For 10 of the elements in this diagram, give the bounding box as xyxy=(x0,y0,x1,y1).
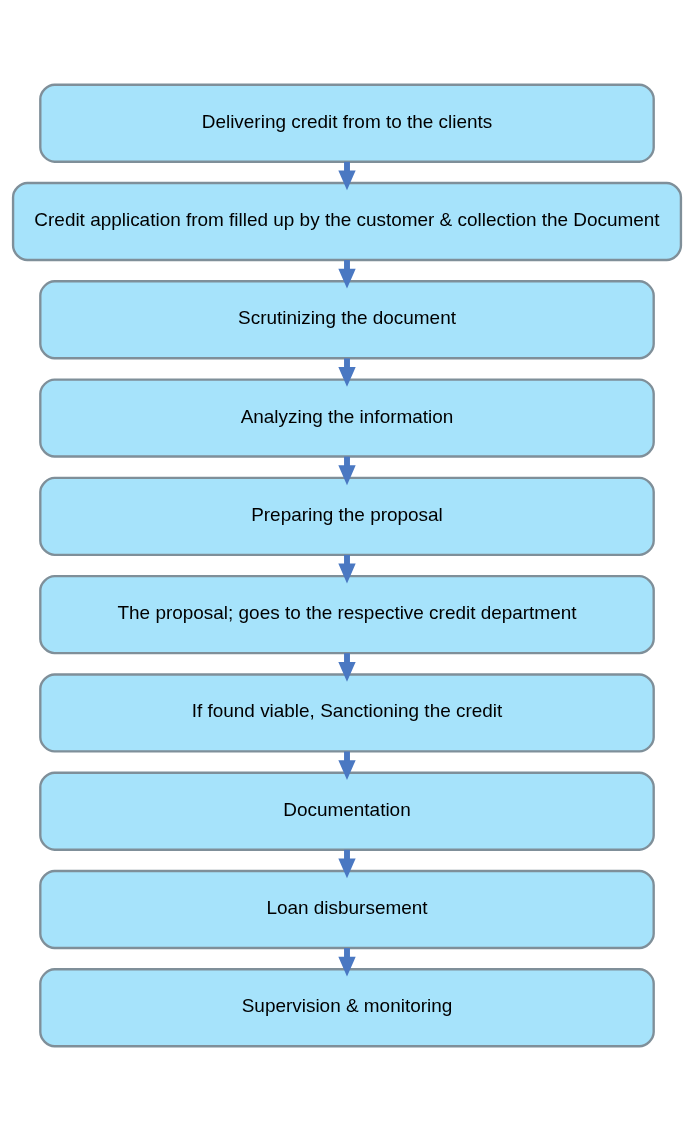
node-box: Supervision & monitoring xyxy=(39,968,655,1048)
node-box: Loan disbursement xyxy=(39,869,655,950)
node-box: Credit application from filled up by the customer & collection the Document xyxy=(11,181,683,262)
node-box: Analyzing the information xyxy=(39,378,655,458)
node-box: The proposal; goes to the respective credit department xyxy=(39,574,655,655)
node-box: If found viable, Sanctioning the credit xyxy=(39,673,655,753)
node-box: Preparing the proposal xyxy=(39,476,655,557)
node-box: Documentation xyxy=(39,771,655,851)
node-box: Scrutinizing the document xyxy=(39,280,655,360)
node-box: Delivering credit from to the clients xyxy=(39,83,655,163)
